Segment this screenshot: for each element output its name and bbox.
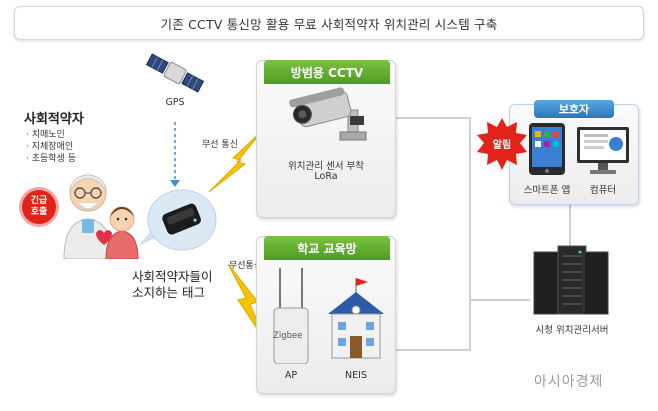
zigbee-label: Zigbee [273, 331, 303, 341]
ap-label: AP [284, 370, 298, 381]
wireless-top-label: 무선 통신 [202, 140, 238, 150]
emergency-call-badge: 긴급 호출 [22, 190, 56, 224]
cctv-sensor-label: 위치관리 센서 부착 [288, 161, 364, 172]
elderly-and-child-illustration [63, 174, 139, 259]
server-label: 시청 위치관리서버 [535, 325, 609, 336]
title-text: 기존 CCTV 통신망 활용 무료 사회적약자 위치관리 시스템 구축 [160, 16, 498, 32]
alert-burst-icon [477, 118, 527, 170]
vulnerable-item-disabled: · 지체장애인 [26, 142, 74, 152]
school-panel-title: 학교 교육망 [264, 236, 390, 260]
school-building-icon [328, 278, 384, 359]
satellite-icon [145, 53, 205, 93]
computer-label: 컴퓨터 [589, 185, 617, 196]
gps-label: GPS [165, 97, 185, 108]
vulnerable-heading: 사회적약자 [24, 112, 84, 127]
cctv-panel [256, 60, 396, 218]
location-tag-device [138, 189, 217, 251]
lightning-top-icon [208, 129, 264, 193]
cctv-panel-title: 방범용 CCTV [264, 60, 390, 84]
smartphone-label: 스마트폰 앱 [523, 185, 571, 196]
neis-label: NEIS [345, 370, 367, 381]
title-bar: 기존 CCTV 통신망 활용 무료 사회적약자 위치관리 시스템 구축 [14, 6, 644, 40]
gps-arrow-head [170, 180, 180, 187]
alert-badge-label: 알림 [492, 140, 512, 151]
access-point-icon [273, 268, 309, 364]
tag-label-line1: 사회적약자들이 [132, 269, 213, 284]
computer-monitor-icon [577, 127, 629, 174]
cctv-to-network-line [396, 117, 471, 351]
wireless-bottom-label: 무선통신 [229, 261, 263, 271]
cctv-lora-label: LoRa [314, 171, 338, 182]
watermark-logo: 아시아경제 [534, 374, 604, 390]
tag-label-line2: 소지하는 태그 [132, 285, 205, 300]
vulnerable-item-students: · 초등학생 등 [26, 154, 76, 164]
cctv-camera-icon [289, 87, 367, 141]
smartphone-icon [529, 123, 565, 175]
vulnerable-item-dementia: · 치매노인 [26, 130, 65, 140]
location-server-icon [533, 245, 609, 315]
guardian-panel-title: 보호자 [534, 100, 614, 118]
